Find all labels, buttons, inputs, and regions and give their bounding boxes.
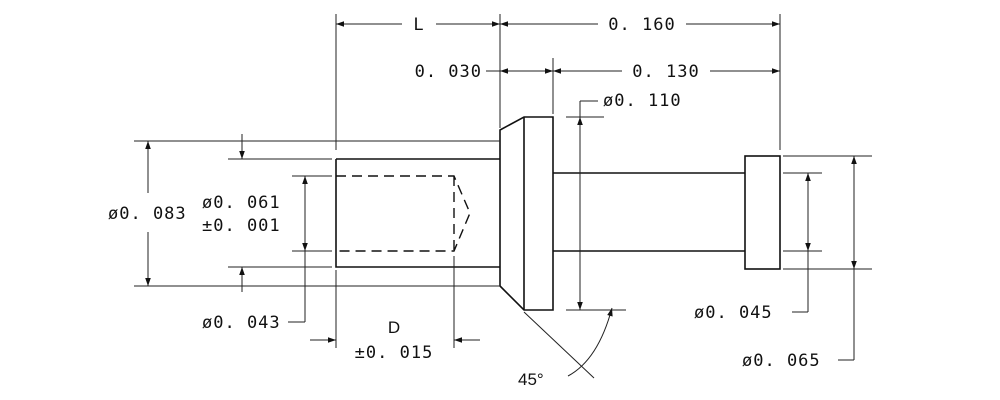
sleeve-body [335, 158, 500, 268]
label-shank-length: 0. 130 [632, 62, 699, 82]
label-depth: D [388, 318, 400, 337]
extension-lines [134, 14, 872, 379]
label-length-l: L [413, 15, 424, 35]
head-flange [499, 116, 554, 311]
label-bore-diameter: ø0. 061 [202, 193, 281, 213]
label-head-diameter: ø0. 110 [603, 91, 682, 111]
label-bore-tolerance: ±0. 001 [202, 216, 281, 236]
label-chamfer-angle: 45° [518, 370, 544, 389]
part-outline [335, 116, 781, 311]
dimension-labels: L 0. 160 0. 030 0. 130 ø0. 110 ø0. 083 ø… [108, 15, 821, 389]
label-depth-tolerance: ±0. 015 [355, 343, 434, 363]
hidden-bore [336, 175, 471, 252]
label-outer-diameter: ø0. 083 [108, 204, 187, 224]
shank-pin [553, 172, 745, 252]
end-collar [744, 155, 781, 270]
label-collar-diameter: ø0. 065 [742, 351, 821, 371]
label-head-length: 0. 030 [415, 62, 482, 82]
label-inner-diameter: ø0. 043 [202, 313, 281, 333]
label-overall-length: 0. 160 [608, 15, 675, 35]
label-pin-diameter: ø0. 045 [694, 303, 773, 323]
dimension-lines [145, 21, 857, 377]
